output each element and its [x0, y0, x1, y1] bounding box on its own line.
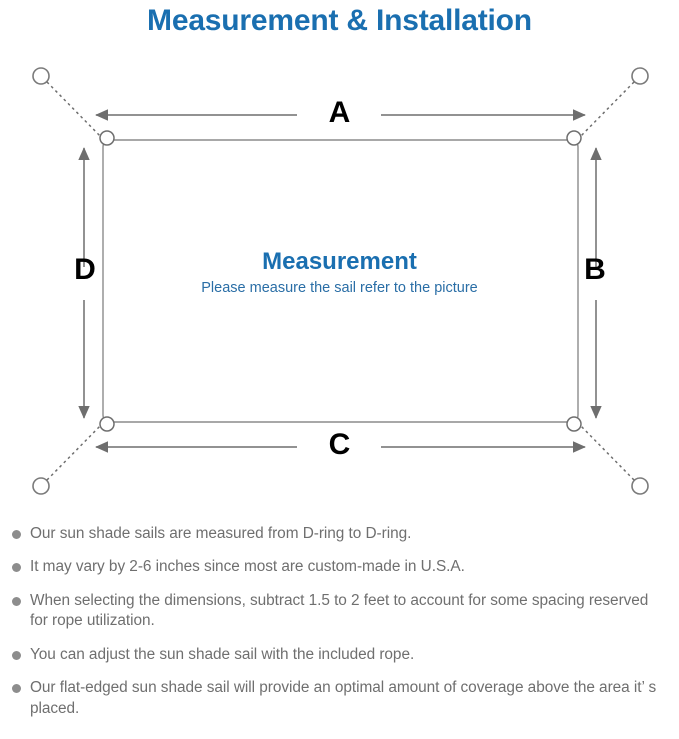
- rope-bottom-left: [46, 421, 105, 481]
- d-ring-top-left: [99, 130, 115, 146]
- bullet-icon: [12, 650, 21, 660]
- anchor-point-bottom-left: [32, 477, 50, 495]
- anchor-point-top-left: [32, 67, 50, 85]
- bullet-icon: [12, 563, 21, 573]
- sail-rectangle: [102, 139, 579, 423]
- anchor-point-bottom-right: [631, 477, 649, 495]
- list-item: You can adjust the sun shade sail with t…: [0, 645, 679, 665]
- note-text: When selecting the dimensions, subtract …: [30, 591, 649, 630]
- anchor-point-top-right: [631, 67, 649, 85]
- note-text: Our sun shade sails are measured from D-…: [30, 525, 412, 542]
- diagram-canvas: [32, 67, 649, 495]
- note-text: It may vary by 2-6 inches since most are…: [30, 558, 465, 576]
- list-item: Our sun shade sails are measured from D-…: [0, 524, 679, 544]
- note-text: You can adjust the sun shade sail with t…: [30, 645, 415, 663]
- bullet-icon: [12, 530, 21, 539]
- rope-top-left: [46, 81, 105, 141]
- list-item: Our flat-edged sun shade sail will provi…: [0, 678, 679, 719]
- bullet-icon: [12, 684, 21, 694]
- d-ring-bottom-right: [566, 416, 582, 432]
- d-ring-top-right: [566, 130, 582, 146]
- page-title: Measurement & Installation: [147, 4, 532, 37]
- rope-bottom-right: [576, 421, 635, 481]
- list-item: It may vary by 2-6 inches since most are…: [0, 557, 679, 577]
- notes-list: Our sun shade sails are measured from D-…: [0, 524, 679, 719]
- bullet-icon: [12, 596, 21, 606]
- list-item: When selecting the dimensions, subtract …: [0, 591, 679, 632]
- rope-top-right: [576, 81, 635, 141]
- sail-measurement-diagram: A B C D Measurement Please measure the s…: [0, 52, 679, 512]
- d-ring-bottom-left: [99, 416, 115, 432]
- note-text: Our flat-edged sun shade sail will provi…: [30, 679, 657, 717]
